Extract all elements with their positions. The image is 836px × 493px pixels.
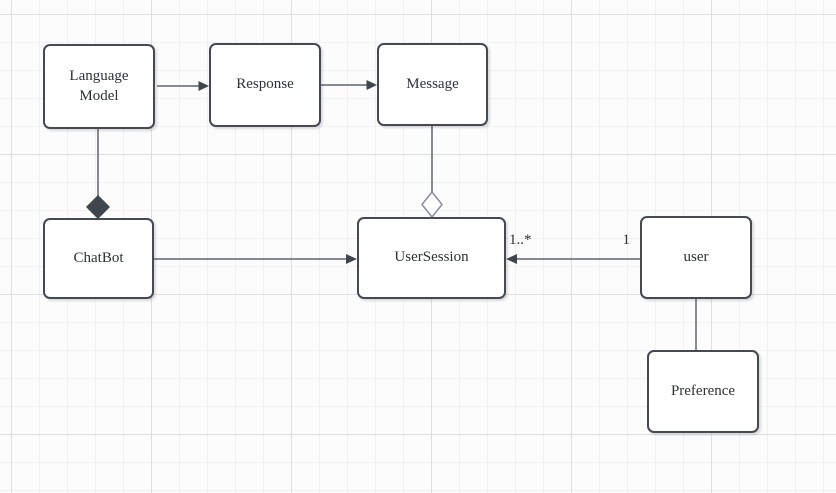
- arrowhead-icon: [198, 81, 209, 91]
- multiplicity-label-user[interactable]: 1: [622, 232, 631, 248]
- aggregation-diamond-icon: [421, 191, 443, 218]
- arrowhead-icon: [346, 254, 357, 264]
- multiplicity-label-usersession[interactable]: 1..*: [509, 232, 532, 248]
- node-usersession[interactable]: UserSession: [357, 217, 506, 299]
- node-chatbot[interactable]: ChatBot: [43, 218, 154, 299]
- node-user[interactable]: user: [640, 216, 752, 299]
- edge-response-message[interactable]: [321, 80, 377, 90]
- edge-message-usersession-aggregation[interactable]: [421, 126, 443, 218]
- edge-user-usersession[interactable]: [506, 254, 640, 264]
- edge-languagemodel-chatbot-composition[interactable]: [86, 129, 110, 219]
- node-label: Response: [236, 76, 294, 93]
- node-label: Language Model: [69, 68, 129, 104]
- node-label: UserSession: [394, 249, 469, 266]
- node-label: ChatBot: [73, 249, 124, 266]
- node-preference[interactable]: Preference: [647, 350, 759, 433]
- node-message[interactable]: Message: [377, 43, 488, 126]
- node-label: Preference: [670, 382, 736, 399]
- arrowhead-icon: [366, 80, 377, 90]
- node-label: user: [683, 248, 709, 265]
- node-language-model[interactable]: Language Model: [43, 44, 155, 129]
- composition-diamond-icon: [86, 195, 110, 219]
- node-label: Message: [406, 75, 459, 92]
- edge-languagemodel-response[interactable]: [157, 81, 209, 91]
- arrowhead-icon: [506, 254, 517, 264]
- node-response[interactable]: Response: [209, 43, 321, 127]
- edge-chatbot-usersession[interactable]: [154, 254, 357, 264]
